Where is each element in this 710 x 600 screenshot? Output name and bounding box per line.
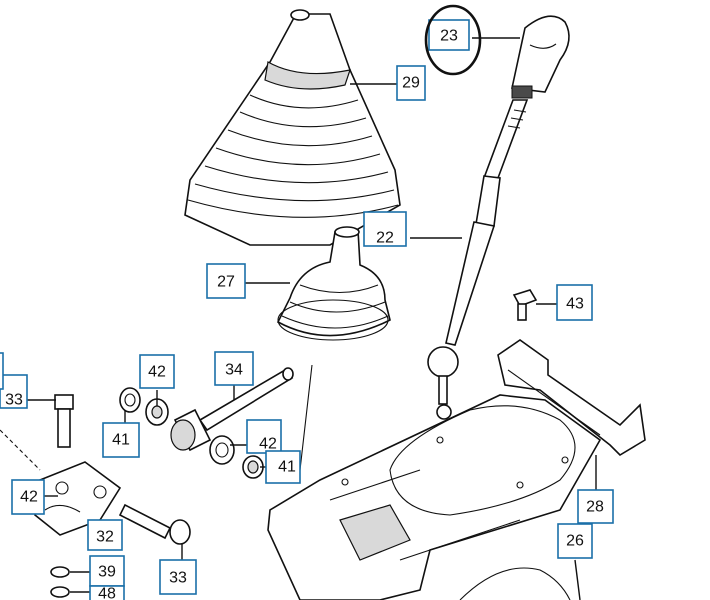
svg-text:42: 42 bbox=[148, 364, 166, 381]
svg-text:28: 28 bbox=[586, 499, 604, 516]
svg-text:27: 27 bbox=[217, 274, 235, 291]
svg-text:48: 48 bbox=[98, 586, 116, 600]
shift-arm-part bbox=[34, 461, 122, 598]
svg-text:41: 41 bbox=[112, 432, 130, 449]
pin-part bbox=[170, 367, 294, 452]
svg-text:43: 43 bbox=[566, 296, 584, 313]
svg-text:42: 42 bbox=[259, 436, 277, 453]
callout-34: 34 bbox=[214, 351, 254, 386]
base-plate-part bbox=[267, 394, 602, 600]
callout-27: 27 bbox=[206, 263, 246, 299]
callout-33-bottom: 33 bbox=[159, 559, 197, 595]
svg-text:33: 33 bbox=[5, 392, 23, 409]
svg-text:34: 34 bbox=[225, 362, 243, 379]
callout-41-right: 41 bbox=[265, 450, 301, 484]
callout-43: 43 bbox=[556, 284, 593, 321]
callout-42-mid: 42 bbox=[246, 419, 282, 454]
callout-41-left: 41 bbox=[102, 422, 140, 458]
callout-39: 39 bbox=[89, 555, 125, 587]
highlight-circle bbox=[424, 4, 482, 76]
callout-28: 28 bbox=[577, 489, 614, 524]
shift-boot-part bbox=[184, 9, 401, 246]
inner-boot-part bbox=[276, 226, 391, 341]
svg-text:42: 42 bbox=[20, 489, 38, 506]
svg-text:32: 32 bbox=[96, 529, 114, 546]
callout-29: 29 bbox=[396, 65, 426, 101]
callout-33-left: 33 bbox=[0, 374, 28, 409]
svg-text:29: 29 bbox=[402, 75, 420, 92]
bracket-part bbox=[497, 339, 646, 457]
svg-text:23: 23 bbox=[440, 28, 458, 45]
callout-22: 22 bbox=[363, 211, 407, 247]
svg-text:22: 22 bbox=[376, 230, 394, 247]
shift-lever-part bbox=[427, 99, 529, 420]
bolt-33-parts bbox=[54, 394, 191, 545]
svg-text:33: 33 bbox=[169, 570, 187, 587]
callout-48: 48 bbox=[89, 585, 125, 600]
callout-42-top: 42 bbox=[139, 354, 175, 389]
svg-text:26: 26 bbox=[566, 533, 584, 550]
svg-text:39: 39 bbox=[98, 564, 116, 581]
callout-23: 23 bbox=[428, 19, 470, 51]
bushing-parts bbox=[119, 387, 264, 479]
callout-32: 32 bbox=[87, 519, 123, 551]
callout-33-edge bbox=[0, 352, 4, 390]
callout-26: 26 bbox=[557, 523, 593, 559]
bolt-part bbox=[512, 289, 538, 321]
shift-knob-part bbox=[511, 15, 570, 99]
callout-42-left: 42 bbox=[11, 479, 45, 515]
svg-text:41: 41 bbox=[278, 459, 296, 476]
